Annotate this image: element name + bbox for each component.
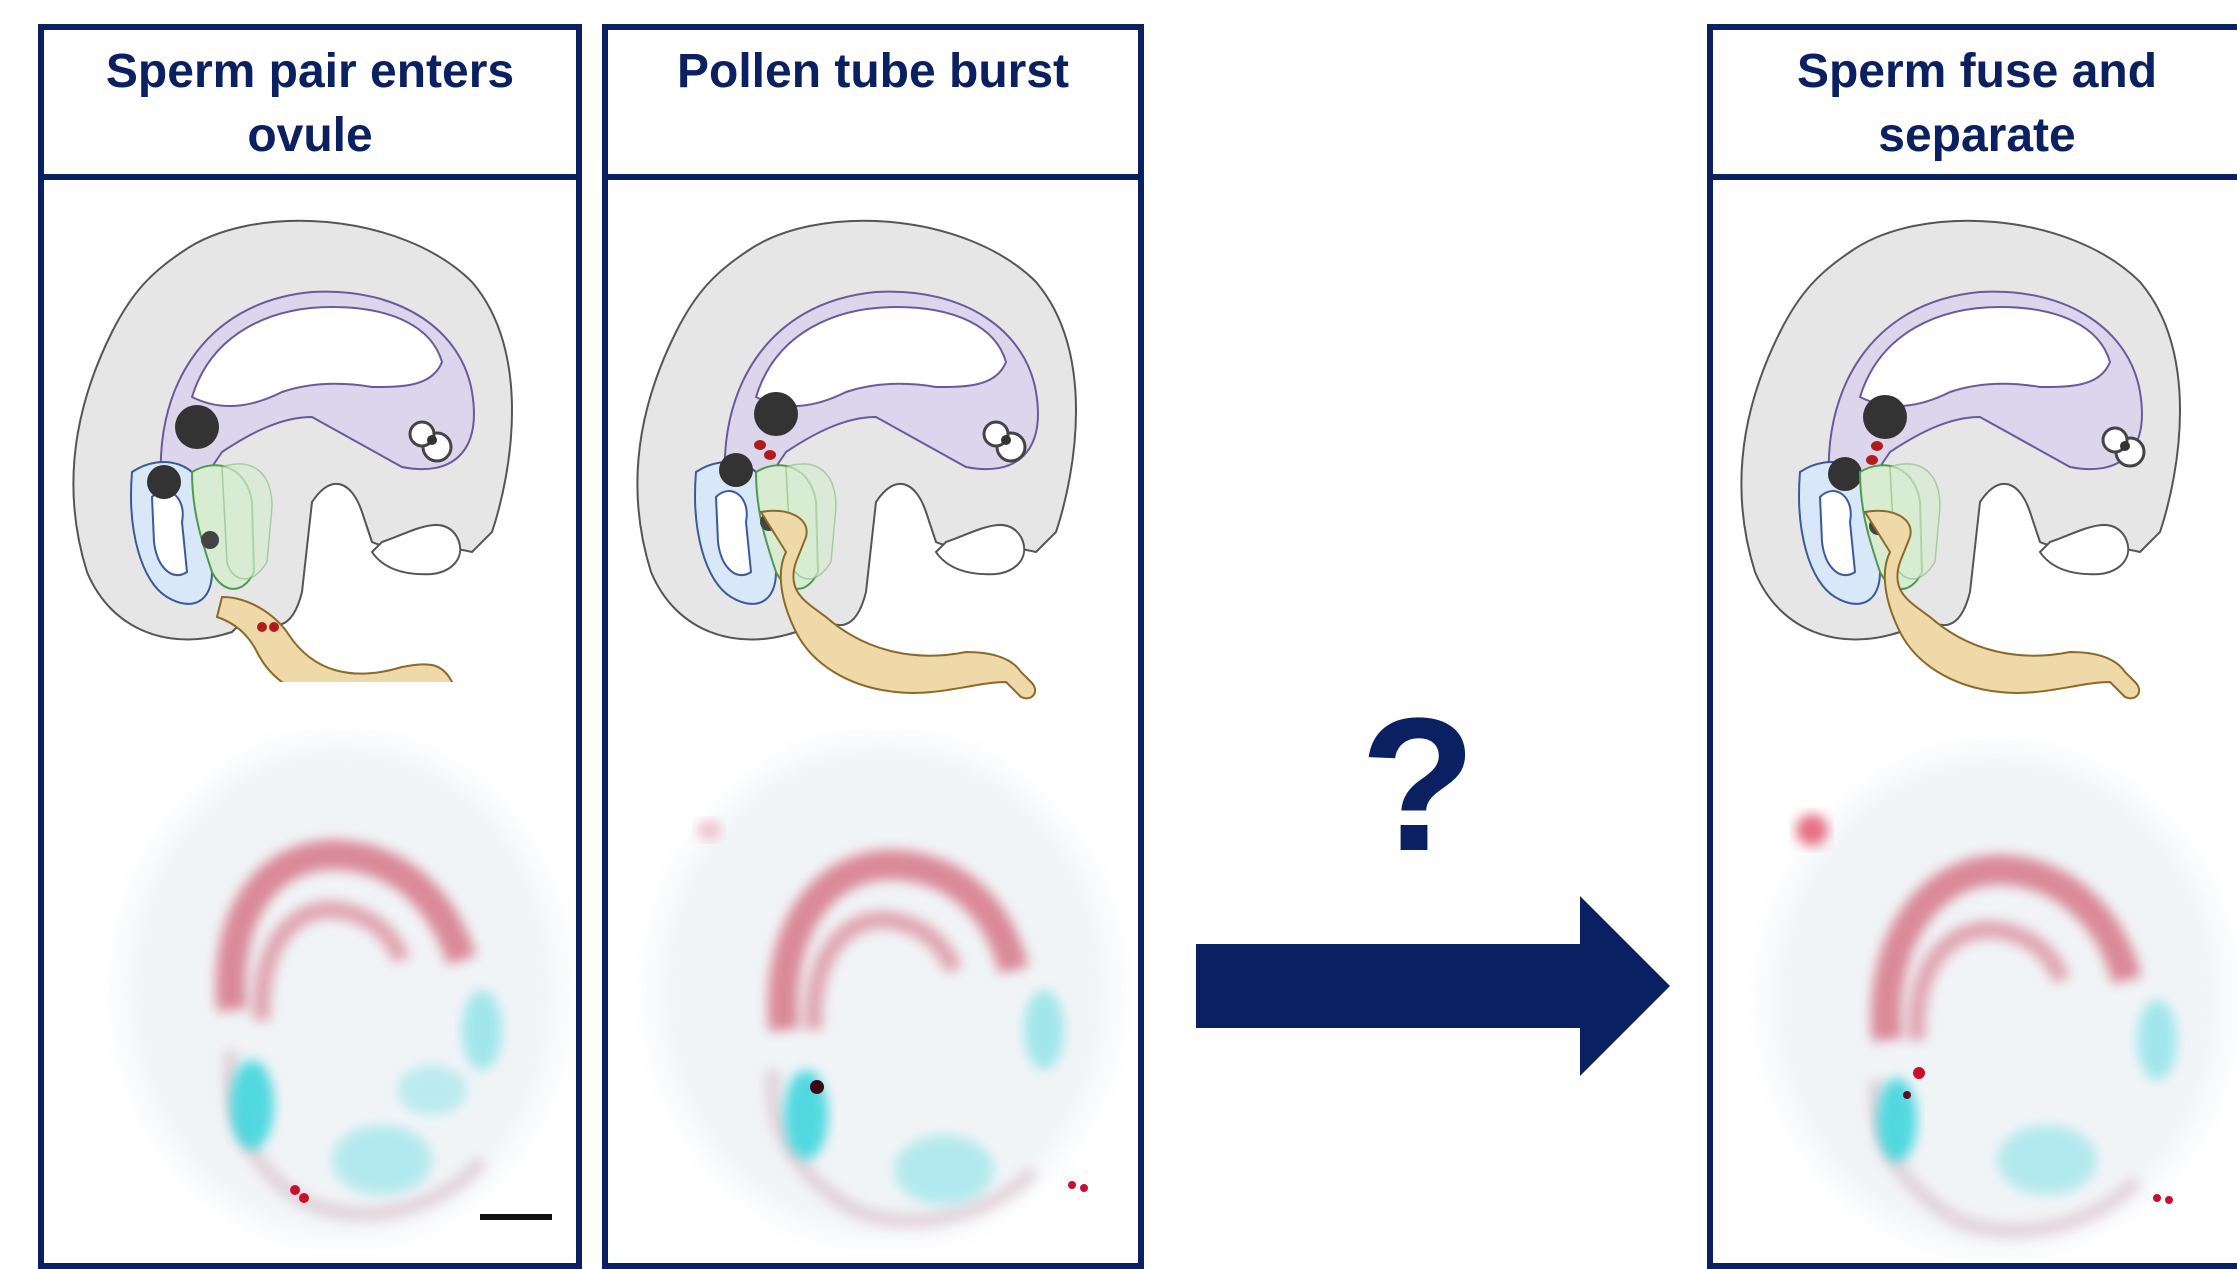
- ovule-diagram-2: [636, 212, 1116, 702]
- ovule-diagram-1: [72, 212, 552, 682]
- right-arrow-icon: [1196, 896, 1670, 1076]
- panel-3-title: Sperm fuse and separate: [1762, 40, 2192, 168]
- ovule-illustration: [637, 221, 1076, 699]
- question-mark: ?: [1318, 690, 1518, 880]
- panel-1-title: Sperm pair enters ovule: [70, 40, 550, 168]
- panel-3-title-box: Sperm fuse and separate: [1707, 24, 2237, 180]
- ovule-diagram-3: [1740, 212, 2220, 702]
- fluorescence-image: [1767, 750, 2227, 1250]
- panel-2-title-box: Pollen tube burst: [602, 24, 1144, 180]
- ovule-illustration: [1741, 221, 2180, 699]
- panel-2-title: Pollen tube burst: [677, 40, 1069, 104]
- micrograph-1: [82, 730, 572, 1250]
- micrograph-3: [1717, 740, 2237, 1260]
- panel-1-title-box: Sperm pair enters ovule: [38, 24, 582, 180]
- micrograph-2: [614, 730, 1134, 1250]
- fluorescence-image: [122, 740, 562, 1240]
- scale-bar: [480, 1214, 552, 1220]
- ovule-illustration: [73, 221, 512, 682]
- fluorescence-image: [654, 740, 1114, 1240]
